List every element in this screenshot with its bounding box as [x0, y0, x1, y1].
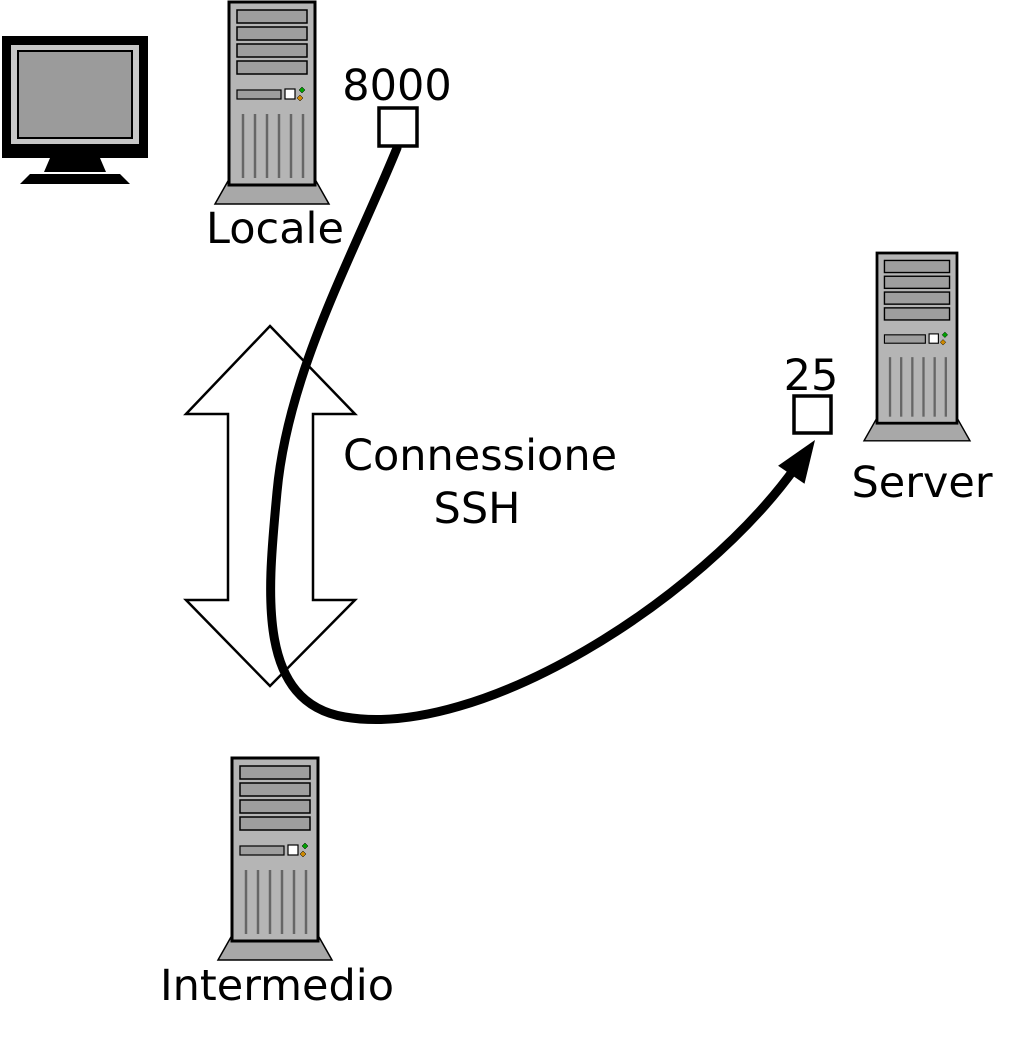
monitor-stand: [20, 174, 130, 184]
port-25-label: 25: [784, 351, 839, 401]
intermedio-label: Intermedio: [160, 961, 394, 1011]
port-8000-label: 8000: [342, 61, 451, 111]
monitor-screen: [17, 50, 133, 139]
intermedio-computer-icon: [216, 756, 334, 962]
port-25-socket: [792, 394, 833, 435]
tunnel-arrowhead-icon: [778, 440, 815, 484]
connection-label-line1: Connessione: [343, 431, 617, 481]
locale-computer-icon: [213, 0, 331, 206]
tunnel-curve: [266, 143, 800, 724]
server-label: Server: [851, 458, 992, 508]
monitor-neck: [44, 158, 106, 172]
server-computer-icon: [862, 251, 972, 443]
connection-label-line2: SSH: [434, 484, 521, 534]
port-8000-socket: [377, 106, 419, 148]
monitor-icon: [2, 36, 148, 184]
ssh-double-arrow: [183, 324, 358, 688]
locale-label: Locale: [206, 204, 344, 254]
